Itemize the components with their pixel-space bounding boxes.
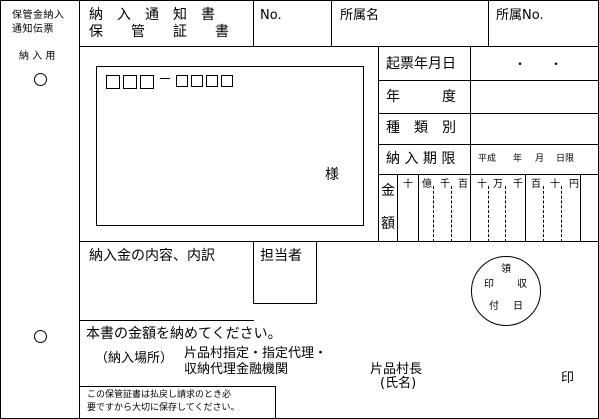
- postal-separator: －: [158, 72, 172, 88]
- payment-place-label: （納入場所）: [95, 351, 174, 366]
- receipt-stamp-top: 領: [501, 264, 511, 275]
- postal-box-7: [221, 75, 233, 87]
- border-left: [0, 0, 1, 419]
- notice-line1: この保管証書は払戻し請求のとき必: [87, 390, 232, 400]
- digit-unit-7: 百: [531, 179, 541, 190]
- fields-row-4: [378, 174, 599, 175]
- punch-hole-top: [34, 73, 47, 86]
- issue-date-dots: ・ ・: [514, 57, 563, 71]
- period-era: 平成: [478, 154, 497, 164]
- digit-unit-9: 円: [569, 179, 579, 190]
- border-top: [0, 0, 599, 1]
- payment-instruction: 本書の金額を納めてください。: [86, 326, 282, 342]
- punch-hole-bottom: [34, 330, 47, 343]
- amount-col-9: [561, 186, 562, 242]
- stub-title-line1: 保管金納入: [12, 10, 65, 21]
- amount-col-3: [451, 186, 452, 242]
- doc-title-line2: 保 管 証 書: [89, 24, 229, 40]
- digit-unit-4: 十: [477, 179, 487, 190]
- receipt-stamp-bottom-left: 付: [489, 301, 499, 312]
- honorific: 様: [325, 167, 339, 183]
- fields-row-3: [378, 144, 599, 145]
- payment-place-line2: 収納代理金融機関: [184, 362, 289, 377]
- notice-line2: 要ですから大切に保存してください。: [87, 403, 240, 413]
- postal-box-3: [140, 75, 154, 89]
- digit-unit-1: 億: [422, 179, 432, 190]
- fields-row-2: [378, 113, 599, 114]
- digit-unit-3: 百: [458, 179, 468, 190]
- period-day: 日限: [556, 154, 575, 164]
- stub-divider: [79, 0, 80, 419]
- person-label: 担当者: [260, 248, 302, 264]
- header-sep-3: [488, 0, 489, 47]
- notice-right: [275, 386, 276, 419]
- person-bottom: [253, 303, 316, 304]
- amount-label-2: 額: [381, 216, 395, 232]
- dept-no-label: 所属No.: [496, 8, 544, 23]
- content-label: 納入金の内容、内訳: [89, 248, 215, 264]
- postal-box-6: [206, 75, 218, 87]
- mayor-title: 片品村長: [370, 362, 423, 377]
- mayor-name: (氏名): [380, 376, 417, 391]
- fields-row-1: [378, 80, 599, 81]
- amount-col-8: [543, 186, 544, 242]
- digit-unit-6: 千: [513, 179, 523, 190]
- address-window: [96, 66, 364, 226]
- amount-col-0: [397, 174, 398, 242]
- amount-col-1: [418, 174, 419, 242]
- receipt-stamp-circle: [471, 256, 541, 326]
- receipt-stamp-mid-left: 印: [484, 279, 494, 290]
- period-label: 納 入 期 限: [386, 151, 456, 167]
- no-label: No.: [260, 8, 282, 23]
- amount-col-4: [470, 174, 471, 242]
- receipt-stamp-bottom-right: 日: [513, 301, 523, 312]
- person-right: [316, 241, 317, 304]
- postal-box-4: [176, 75, 188, 87]
- type-label: 種 類 別: [386, 120, 456, 136]
- digit-unit-8: 十: [550, 179, 560, 190]
- amount-col-10: [580, 174, 581, 242]
- postal-box-2: [123, 75, 137, 89]
- period-year: 年: [513, 154, 523, 164]
- digit-unit-2: 千: [440, 179, 450, 190]
- amount-col-7: [525, 174, 526, 242]
- person-left: [253, 241, 254, 304]
- details-top: [79, 241, 599, 242]
- issue-date-label: 起票年月日: [386, 56, 456, 72]
- payment-place-line1: 片品村指定・指定代理・: [184, 346, 328, 361]
- header-divider: [79, 46, 599, 47]
- header-sep-2: [331, 0, 332, 47]
- stub-copy-label: 納 入 用: [19, 51, 56, 62]
- details-bottom: [79, 320, 254, 321]
- fields-label-edge: [470, 46, 471, 175]
- header-sep-1: [253, 0, 254, 47]
- notice-top: [79, 386, 275, 387]
- dept-label: 所属名: [340, 8, 380, 23]
- stub-title-line2: 通知伝票: [12, 24, 54, 35]
- doc-title-line1: 納 入 通 知 書: [89, 7, 215, 23]
- receipt-stamp-mid-right: 収: [517, 279, 527, 290]
- seal-mark: 印: [561, 371, 575, 386]
- fiscal-year-label: 年 度: [386, 89, 456, 105]
- amount-label-1: 金: [381, 183, 395, 199]
- amount-col-6: [505, 186, 506, 242]
- amount-col-5: [488, 186, 489, 242]
- period-month: 月: [535, 154, 545, 164]
- postal-box-5: [191, 75, 203, 87]
- digit-unit-0: 十: [403, 179, 413, 190]
- amount-col-2: [433, 186, 434, 242]
- postal-box-1: [106, 75, 120, 89]
- digit-unit-5: 万: [493, 179, 503, 190]
